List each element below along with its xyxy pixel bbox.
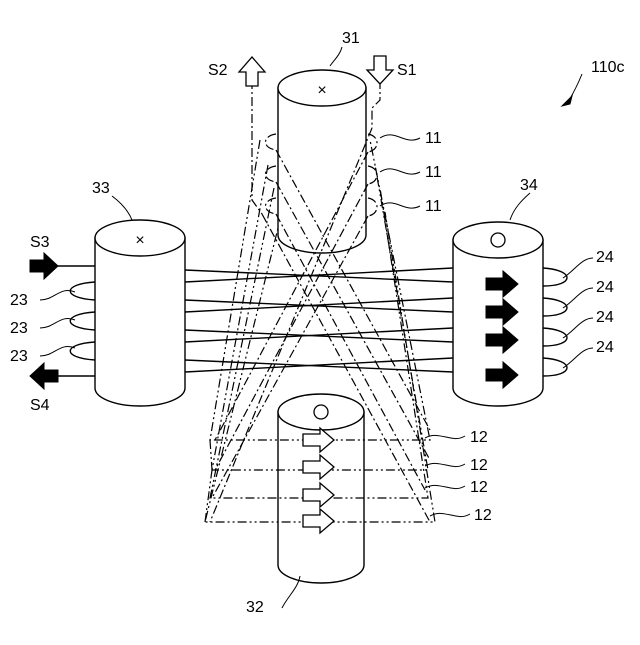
ref-11-label: 11 — [425, 130, 442, 147]
ref-23-label: 23 — [10, 292, 28, 309]
ref-12-label: 12 — [470, 479, 488, 496]
ref-12-label: 12 — [470, 457, 488, 474]
ref-32-label: 32 — [246, 599, 264, 616]
core-33-cross-mark: × — [135, 232, 144, 249]
core-33: × — [95, 220, 185, 406]
core-31-cross-mark: × — [317, 82, 326, 99]
s3-right-arrow-icon — [30, 253, 58, 279]
ref-24-label: 24 — [596, 249, 614, 266]
signal-s3-label: S3 — [30, 234, 50, 251]
figure-label: 110c — [591, 59, 625, 76]
ref-12-label: 12 — [474, 507, 492, 524]
ref-23-label: 23 — [10, 348, 28, 365]
s2-up-arrow-icon — [239, 57, 265, 86]
core-31: × — [278, 70, 366, 253]
ref-24-label: 24 — [596, 339, 614, 356]
signal-s1-label: S1 — [397, 62, 417, 79]
ref-11-label: 11 — [425, 164, 442, 181]
ref-12-label: 12 — [470, 429, 488, 446]
ref-24-label: 24 — [596, 309, 614, 326]
signal-s2-label: S2 — [208, 62, 228, 79]
s1-down-arrow-icon — [367, 56, 393, 84]
ref-33-label: 33 — [92, 180, 110, 197]
ref-24-label: 24 — [596, 279, 614, 296]
ref-34-label: 34 — [520, 177, 538, 194]
ref-23-label: 23 — [10, 320, 28, 337]
signal-s4-label: S4 — [30, 397, 50, 414]
ref-11-label: 11 — [425, 198, 442, 215]
ref-31-label: 31 — [342, 30, 360, 47]
s4-left-arrow-icon — [30, 363, 58, 389]
